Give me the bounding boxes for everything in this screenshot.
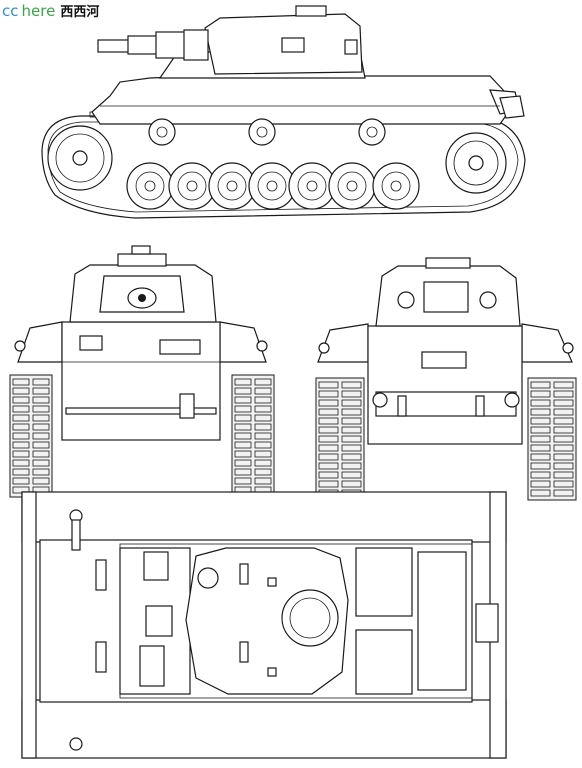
watermark-cc: cc	[2, 2, 19, 20]
rear-view	[315, 257, 577, 501]
watermark-here: here	[21, 2, 56, 20]
top-view	[21, 491, 507, 759]
front-view	[9, 245, 275, 498]
watermark: cc here 西西河	[2, 1, 99, 21]
watermark-chinese: 西西河	[60, 5, 100, 20]
side-view	[41, 5, 526, 219]
